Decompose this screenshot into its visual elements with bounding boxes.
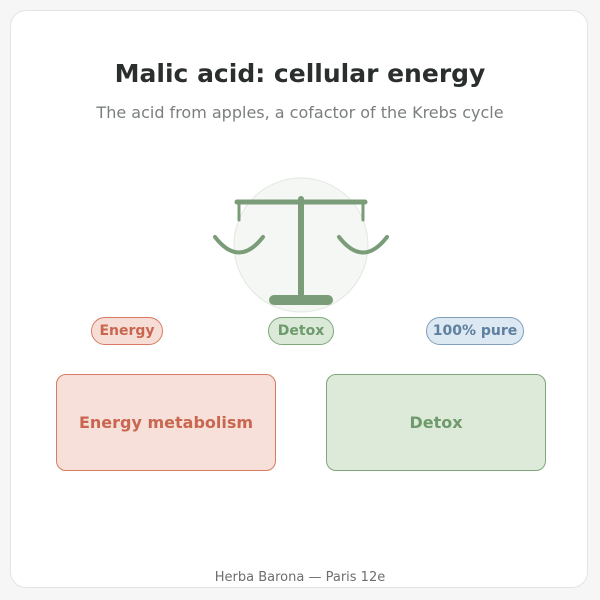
right-pan (337, 235, 389, 255)
tag-100-pure: 100% pure (426, 317, 524, 345)
benefit-card-energy-metabolism: Energy metabolism (56, 374, 276, 471)
page-title: Malic acid: cellular energy (114, 59, 486, 88)
tag-detox: Detox (268, 317, 334, 345)
benefit-card-detox: Detox (326, 374, 546, 471)
benefit-label: Detox (409, 413, 463, 432)
page-subtitle: The acid from apples, a cofactor of the … (96, 103, 504, 122)
scale-base (269, 295, 333, 305)
footer-credit: Herba Barona — Paris 12e (214, 570, 386, 585)
balance-scale-icon (213, 177, 389, 313)
info-card: Malic acid: cellular energy The acid fro… (10, 10, 588, 588)
left-pan (213, 235, 265, 255)
tag-energy: Energy (91, 317, 163, 345)
benefit-label: Energy metabolism (78, 413, 254, 432)
